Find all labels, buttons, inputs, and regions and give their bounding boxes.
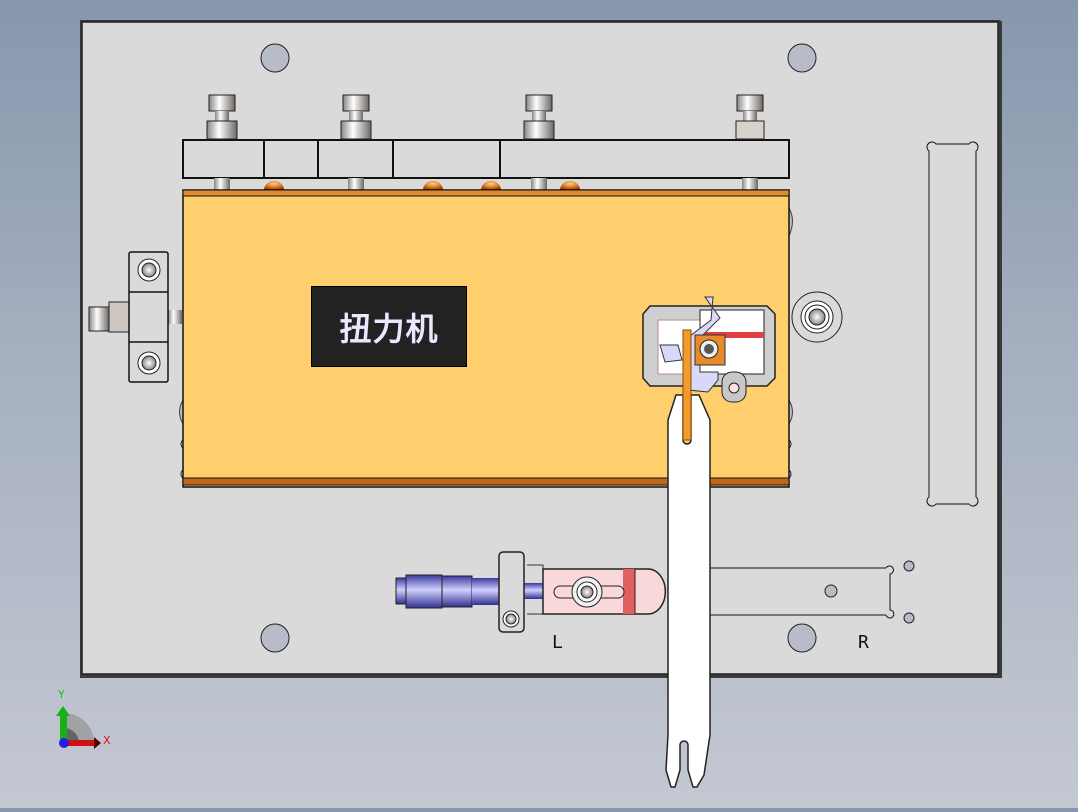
machine-name-label: 扭力机 — [311, 286, 467, 367]
x-axis-label: X — [103, 734, 111, 747]
dome-rivets — [264, 181, 580, 190]
top-clamp-bar — [182, 139, 790, 179]
mounting-holes — [260, 43, 915, 653]
torque-handle — [665, 329, 711, 788]
lower-slide-track — [710, 565, 895, 619]
mechanism-window — [642, 296, 776, 403]
right-position-label: R — [858, 632, 869, 653]
left-clamp-block — [88, 251, 182, 383]
axis-triad — [56, 706, 101, 749]
right-screw — [791, 291, 843, 343]
right-vertical-slot — [926, 141, 979, 507]
slider-block — [542, 568, 667, 615]
adjusting-bolts — [206, 94, 765, 190]
left-position-label: L — [552, 632, 563, 653]
y-axis-label: Y — [58, 688, 65, 701]
